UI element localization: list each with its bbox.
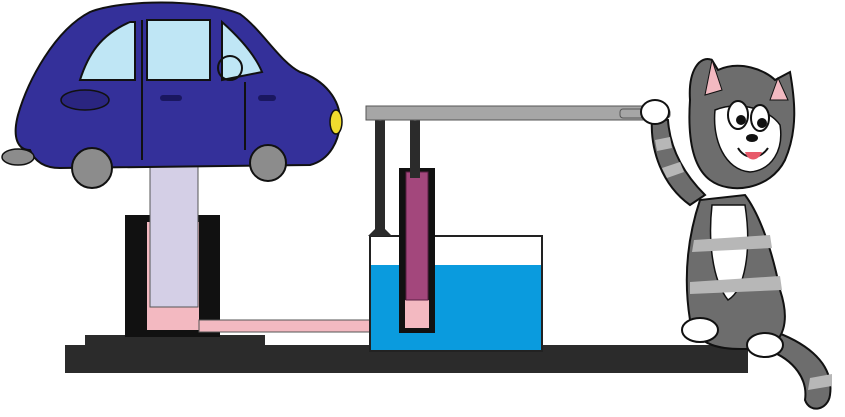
large-cylinder bbox=[125, 164, 220, 337]
car bbox=[1, 1, 343, 189]
large-piston bbox=[149, 164, 199, 308]
cat-ear-right bbox=[769, 76, 789, 101]
car-rear-light bbox=[60, 89, 110, 111]
rear-tire bbox=[71, 147, 113, 189]
small-piston bbox=[405, 171, 429, 301]
car-windshield bbox=[221, 19, 264, 82]
front-tire bbox=[249, 144, 287, 182]
cat-paw-right bbox=[746, 332, 784, 358]
cat-ear-left bbox=[704, 58, 723, 96]
headlight bbox=[329, 109, 343, 135]
car-window-front bbox=[146, 19, 211, 81]
cat-nose bbox=[746, 134, 758, 142]
cat-tail bbox=[766, 328, 832, 410]
cat-character bbox=[640, 58, 832, 410]
car-bumper bbox=[1, 148, 35, 166]
car-window-rear bbox=[78, 21, 136, 81]
water-reservoir bbox=[369, 235, 543, 352]
water bbox=[371, 265, 541, 350]
steering-wheel bbox=[217, 55, 243, 81]
cat-hand bbox=[640, 99, 670, 125]
cat-eye-left bbox=[727, 100, 749, 130]
hand-lever bbox=[365, 105, 671, 121]
small-cylinder bbox=[399, 168, 435, 333]
cat-paw-left bbox=[681, 317, 719, 343]
